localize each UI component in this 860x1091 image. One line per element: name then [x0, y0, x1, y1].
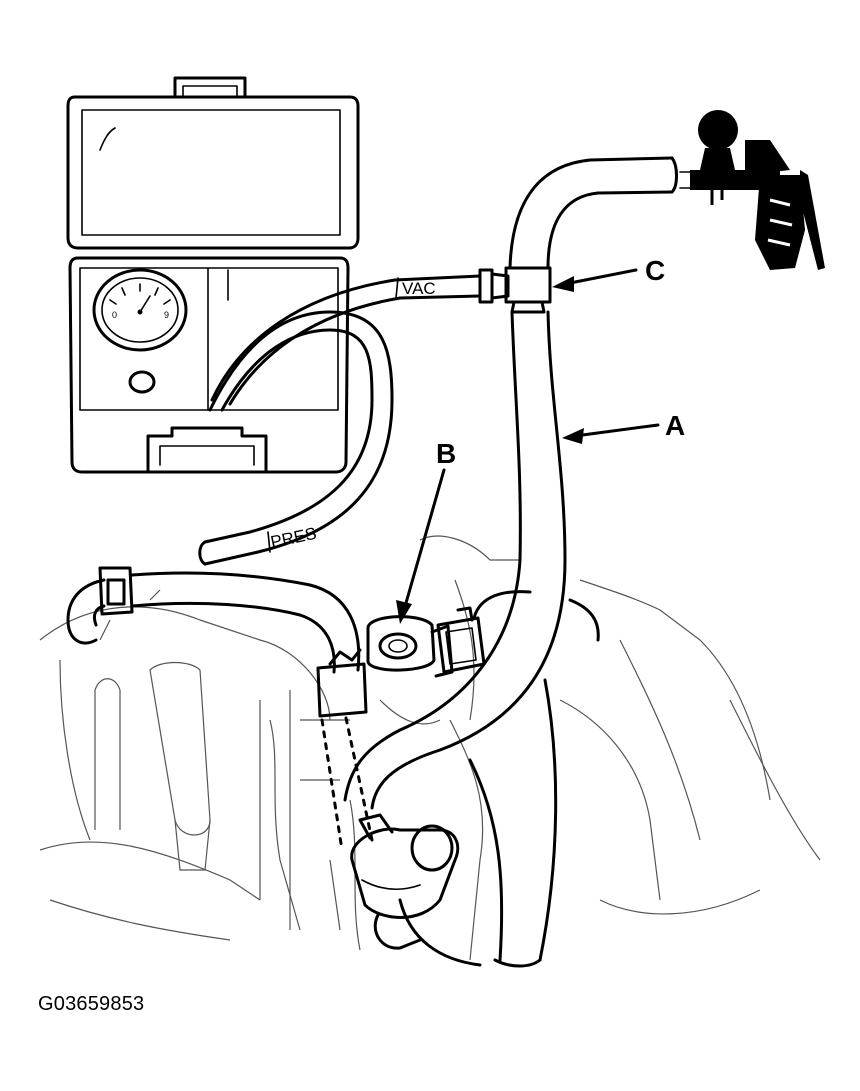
- hose-a: [343, 156, 678, 968]
- lower-solenoid: [350, 813, 482, 967]
- gauge-number-left: 0: [112, 310, 117, 320]
- map-sensor-b: [366, 590, 600, 678]
- callout-a-label: A: [665, 410, 685, 441]
- callout-c-label: C: [645, 255, 665, 286]
- vac-hose: VAC: [210, 268, 510, 406]
- figure-id: G03659853: [38, 993, 145, 1015]
- engine-background: [39, 535, 821, 961]
- gauge-number-right: 9: [164, 310, 169, 320]
- callout-b: B: [396, 438, 456, 624]
- test-kit-case: [66, 76, 360, 474]
- vac-hose-label: VAC: [402, 279, 436, 298]
- hand-vacuum-pump: [679, 110, 825, 270]
- pres-hose: PRES: [198, 310, 394, 566]
- callout-b-label: B: [436, 438, 456, 469]
- vacuum-gauge: 0 9: [92, 268, 188, 394]
- callout-a: A: [562, 410, 685, 444]
- pres-hose-label: PRES: [269, 524, 318, 552]
- callout-c: C: [552, 255, 665, 292]
- left-hose-assembly: [66, 566, 374, 852]
